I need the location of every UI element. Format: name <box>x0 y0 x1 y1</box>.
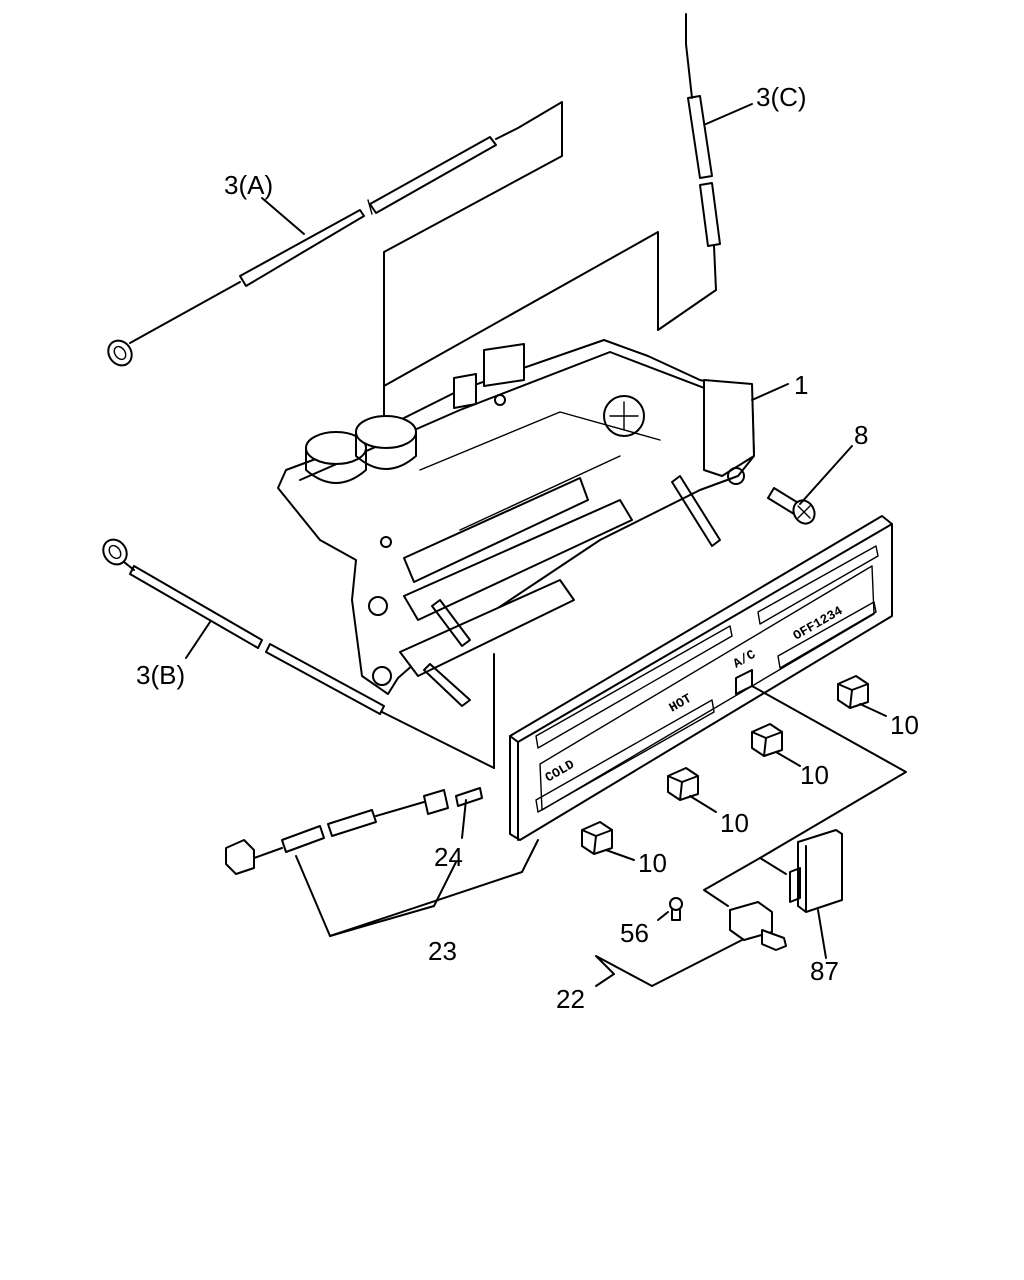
callout-87: 87 <box>810 956 839 986</box>
knob-10-b <box>751 723 783 757</box>
socket-22 <box>729 901 787 951</box>
front-panel: COLD HOT A/C OFF1234 <box>509 515 893 841</box>
callout-56: 56 <box>620 918 649 948</box>
callout-3a: 3(A) <box>224 170 273 200</box>
cable-3b <box>102 538 495 769</box>
bulb-56 <box>669 897 683 921</box>
callout-3b: 3(B) <box>136 660 185 690</box>
control-body <box>277 339 755 707</box>
callout-22: 22 <box>556 984 585 1014</box>
callout-10-c: 10 <box>720 808 749 838</box>
callout-10-b: 10 <box>800 760 829 790</box>
callouts: 1 3(A) 3(B) 3(C) 8 10 10 10 10 22 23 24 … <box>136 82 919 1014</box>
knob-10-a <box>837 675 869 709</box>
harness-23 <box>225 787 483 875</box>
callout-8: 8 <box>854 420 868 450</box>
callout-23: 23 <box>428 936 457 966</box>
callout-3c: 3(C) <box>756 82 807 112</box>
knob-10-d <box>581 821 613 855</box>
callout-24: 24 <box>434 842 463 872</box>
callout-10-d: 10 <box>638 848 667 878</box>
leader-lines <box>185 103 907 987</box>
callout-10-a: 10 <box>890 710 919 740</box>
screw-8 <box>767 487 816 525</box>
switch-87 <box>789 829 843 913</box>
callout-1: 1 <box>794 370 808 400</box>
cable-3c <box>383 13 721 387</box>
cable-3a <box>107 101 563 526</box>
knob-10-c <box>667 767 699 801</box>
